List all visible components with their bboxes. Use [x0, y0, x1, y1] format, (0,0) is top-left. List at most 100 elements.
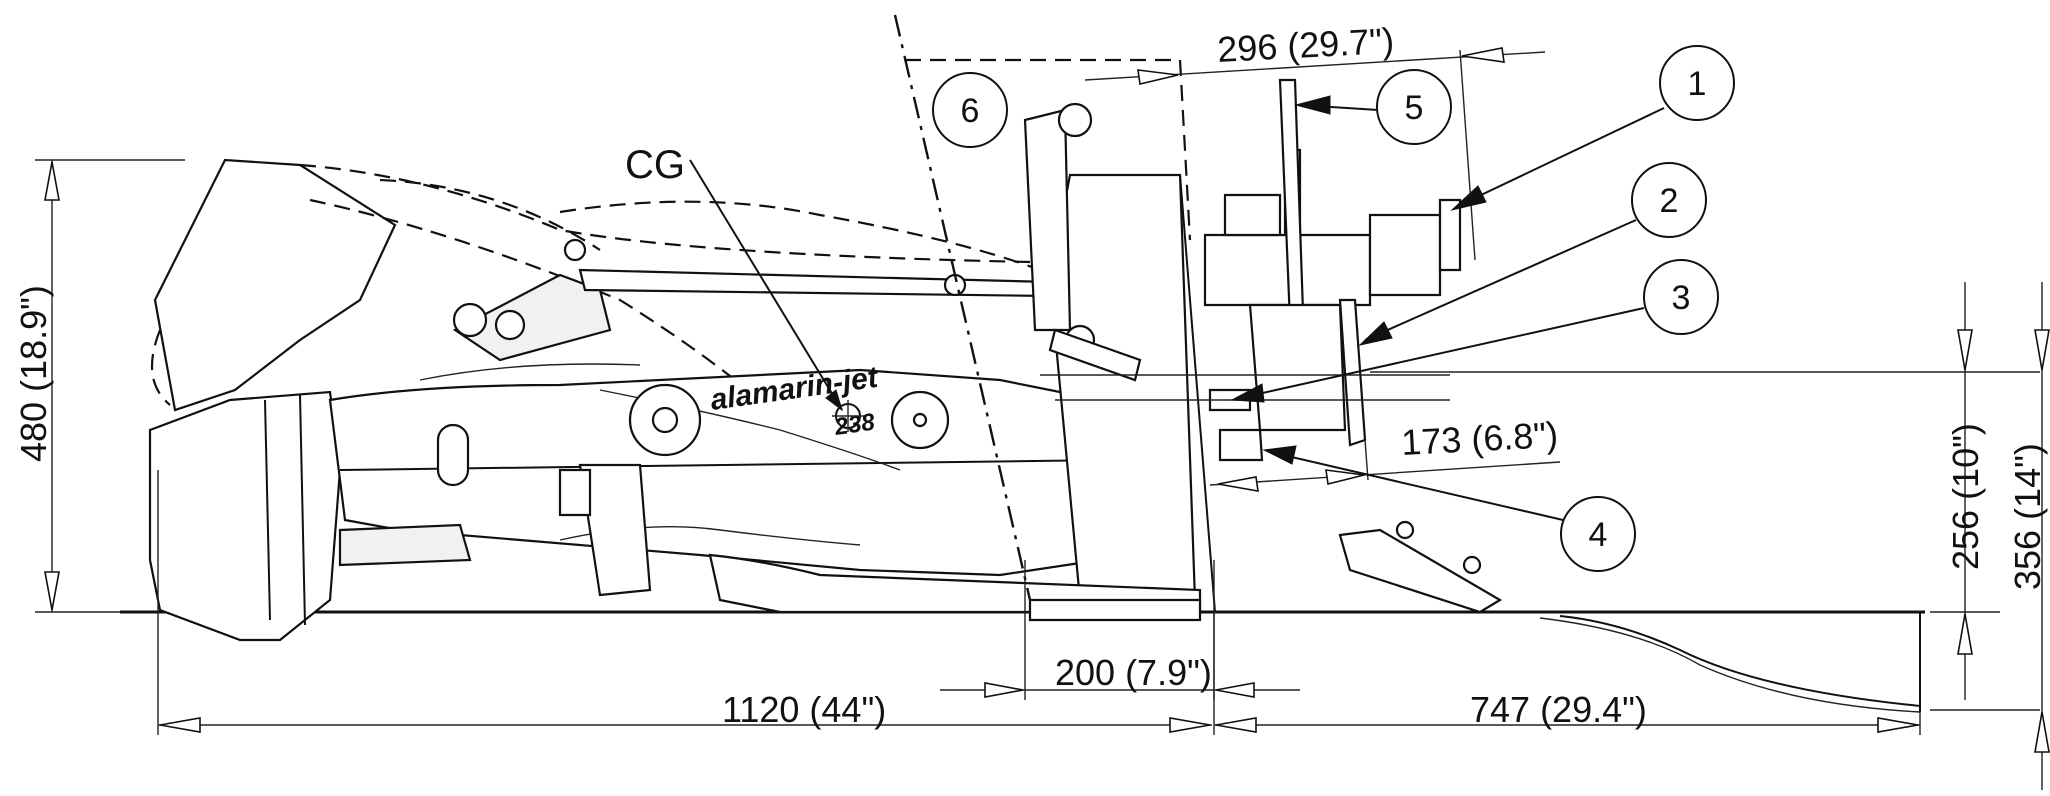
- centerlines: [893, 14, 1192, 601]
- clearance-envelope: [905, 58, 1192, 241]
- callout-6: 6: [932, 72, 1008, 148]
- arrow-up: [2034, 711, 2050, 753]
- arrow-down: [2034, 329, 2050, 371]
- callout-2-bubble: [1631, 162, 1707, 238]
- lower-fitting: [1218, 428, 1264, 462]
- callout-3-number: 3: [1672, 279, 1691, 317]
- callout-5-bubble: [1376, 69, 1452, 145]
- callout-1-bubble: [1659, 45, 1735, 121]
- transom-centerline: [893, 14, 1032, 601]
- jet-unit-body: alamarin-jet 238: [120, 78, 1925, 713]
- cg-label: CG: [625, 143, 685, 187]
- callout-1-number: 1: [1688, 65, 1707, 103]
- callout-2-leader: [1364, 219, 1637, 341]
- control-bracket: [1023, 108, 1072, 332]
- coupling-body: [1248, 303, 1347, 432]
- cg-leader: [689, 159, 843, 411]
- callout-6-bubble: [932, 72, 1008, 148]
- arrow-up: [1957, 613, 1973, 655]
- dimension-flange-offset: 173 (6.8"): [1209, 414, 1561, 492]
- steering-nozzle: [148, 390, 342, 642]
- cylinder-fitting: [1395, 520, 1415, 540]
- bucket-swing-path: [150, 329, 171, 406]
- arrow-left: [1217, 476, 1259, 492]
- callout-1-arrow: [1450, 185, 1487, 211]
- dimension-annotations: 480 (18.9") 1120 (44") 747 (29.4") 2: [13, 20, 2050, 790]
- part-callouts: 1 2 3 4 5: [932, 45, 1735, 572]
- intake-ramp: [1195, 611, 1921, 708]
- arrow-right: [1325, 469, 1365, 485]
- dimension-mid-offset: 200 (7.9"): [940, 560, 1300, 700]
- transom-line: [1179, 174, 1216, 613]
- arrow-left: [159, 717, 201, 733]
- callout-6-number: 6: [961, 92, 980, 130]
- callout-2-arrow: [1358, 321, 1393, 346]
- arrow-right: [984, 682, 1024, 698]
- callout-3-arrow: [1230, 383, 1265, 403]
- bucket-arm-lower-dashed: [309, 198, 761, 401]
- callout-5-arrow: [1294, 95, 1331, 115]
- callout-4: 4: [1262, 445, 1636, 572]
- callout-3-bubble: [1643, 259, 1719, 335]
- center-of-gravity-mark: CG: [625, 143, 864, 432]
- dimension-top-offset: 296 (29.7"): [1084, 20, 1546, 261]
- crank-pivot-2: [494, 309, 526, 341]
- linkage-pulley-hub: [651, 406, 679, 434]
- arrow-right: [1877, 717, 1919, 733]
- bucket-link-dashed: [379, 178, 601, 251]
- grille-foot: [1028, 598, 1202, 622]
- callout-2-number: 2: [1660, 182, 1679, 220]
- callout-4-number: 4: [1589, 516, 1608, 554]
- steering-tie-rod: [578, 268, 1052, 298]
- trim-cylinder: [1338, 528, 1503, 614]
- callout-4-bubble: [1560, 496, 1636, 572]
- dim-bottom-height-text: 356 (14"): [2007, 443, 2048, 590]
- arrow-right: [1169, 717, 1211, 733]
- callout-3-leader: [1239, 307, 1645, 399]
- dimension-total-length: 1120 (44"): [157, 470, 1212, 735]
- housing-upper-contour: [419, 363, 641, 381]
- dim-tail-length-text: 747 (29.4"): [1470, 689, 1647, 730]
- steering-crank: [452, 273, 612, 362]
- arrow-left: [1461, 47, 1505, 63]
- stator-disc-bolt: [912, 412, 928, 428]
- bucket-pivot-nut: [563, 238, 587, 262]
- dim-shaft-height-text: 256 (10"): [1945, 423, 1986, 570]
- dimension-shaft-height: 256 (10"): [1945, 282, 1986, 700]
- arrow-down: [1957, 329, 1973, 371]
- dim-total-length-text: 1120 (44"): [722, 689, 886, 730]
- ext-line-right: [1459, 49, 1476, 261]
- lower-lug: [338, 523, 472, 567]
- dim-mid-offset-text: 200 (7.9"): [1055, 652, 1212, 693]
- dim-line: [1209, 461, 1561, 486]
- callout-3: 3: [1230, 259, 1719, 403]
- valve-fitting: [1438, 198, 1462, 272]
- arrow-left: [1215, 682, 1255, 698]
- callout-5: 5: [1294, 69, 1452, 145]
- cylinder-fitting-2: [1462, 555, 1482, 575]
- hydraulic-pump: [1223, 193, 1282, 237]
- dimension-bottom-height: 356 (14"): [2007, 282, 2050, 790]
- valve-block: [1368, 213, 1442, 297]
- nozzle-ribs: [264, 394, 306, 626]
- intake-ramp-inner: [1539, 617, 1921, 713]
- bucket-arm-upper-dashed: [299, 163, 1031, 264]
- dimension-tail-length: 747 (29.4"): [1213, 560, 1921, 735]
- callout-2: 2: [1358, 162, 1707, 346]
- callout-1-leader: [1459, 107, 1665, 206]
- dim-height-overall-text: 480 (18.9"): [13, 285, 54, 462]
- mounting-bracket: [578, 463, 652, 597]
- arrow-down: [44, 571, 60, 611]
- callout-4-leader: [1269, 451, 1564, 521]
- mounting-slot: [436, 423, 470, 487]
- bracket-block: [558, 468, 592, 517]
- callout-5-number: 5: [1405, 89, 1424, 127]
- control-link: [1048, 328, 1142, 382]
- cover-outline-dashed: [559, 200, 1041, 272]
- arrow-right: [1137, 69, 1179, 85]
- dimension-height-overall: 480 (18.9"): [13, 159, 185, 613]
- arrow-up: [44, 161, 60, 201]
- callout-1: 1: [1450, 45, 1735, 211]
- callout-4-arrow: [1262, 445, 1297, 465]
